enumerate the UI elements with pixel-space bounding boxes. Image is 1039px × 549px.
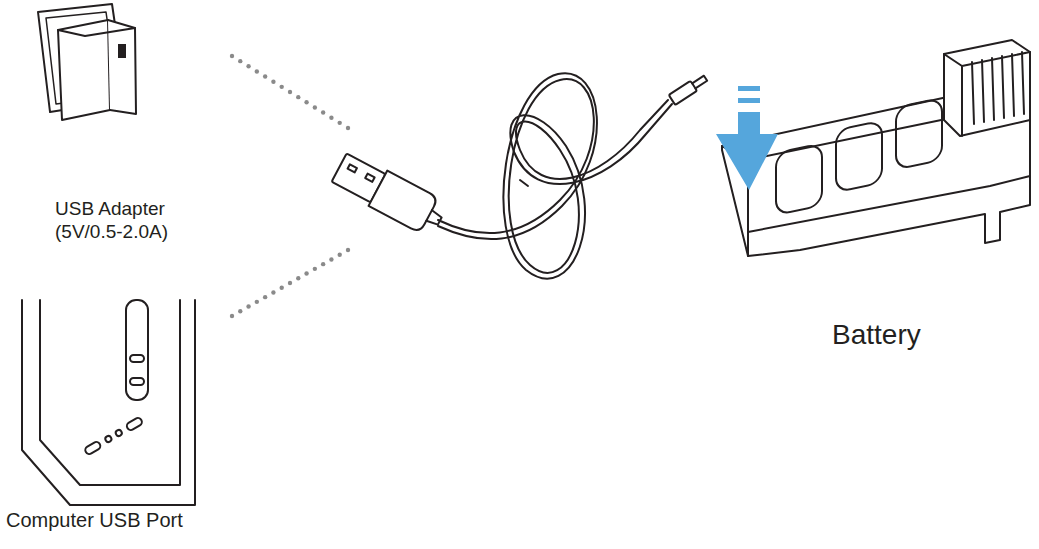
source-label: USB Adapter (5V/0.5-2.0A) (55, 198, 205, 244)
computer-tower (22, 300, 195, 505)
dotted-guides (230, 54, 350, 318)
usb-adapter (38, 4, 136, 120)
usb-cable (330, 73, 709, 278)
insert-arrow (716, 86, 778, 190)
source-label: Computer USB Port (6, 508, 246, 532)
part-name: Battery (832, 318, 972, 352)
